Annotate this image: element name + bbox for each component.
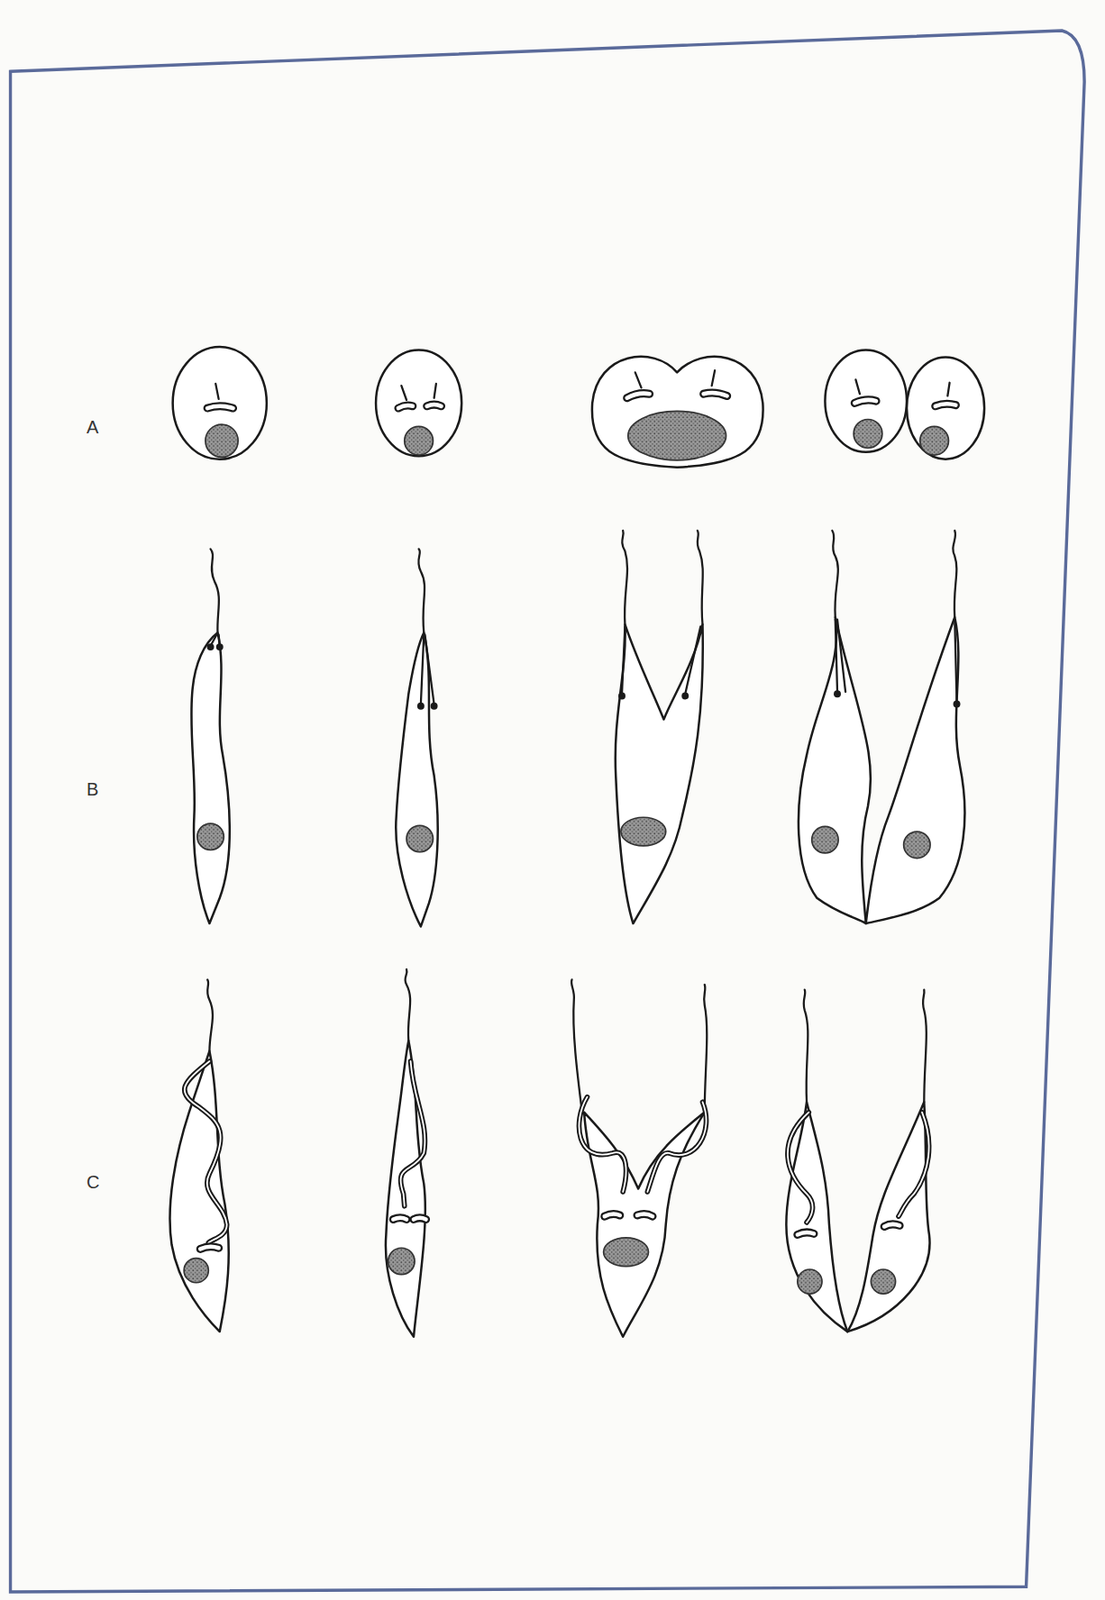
- page-frame: [10, 30, 1086, 1593]
- promastigote-row: [191, 530, 965, 927]
- epimastigote-row: [169, 969, 930, 1338]
- row-label: A: [86, 418, 99, 437]
- amastigote-row: [173, 347, 985, 468]
- row-label: C: [86, 1173, 100, 1192]
- row-label: B: [86, 780, 99, 799]
